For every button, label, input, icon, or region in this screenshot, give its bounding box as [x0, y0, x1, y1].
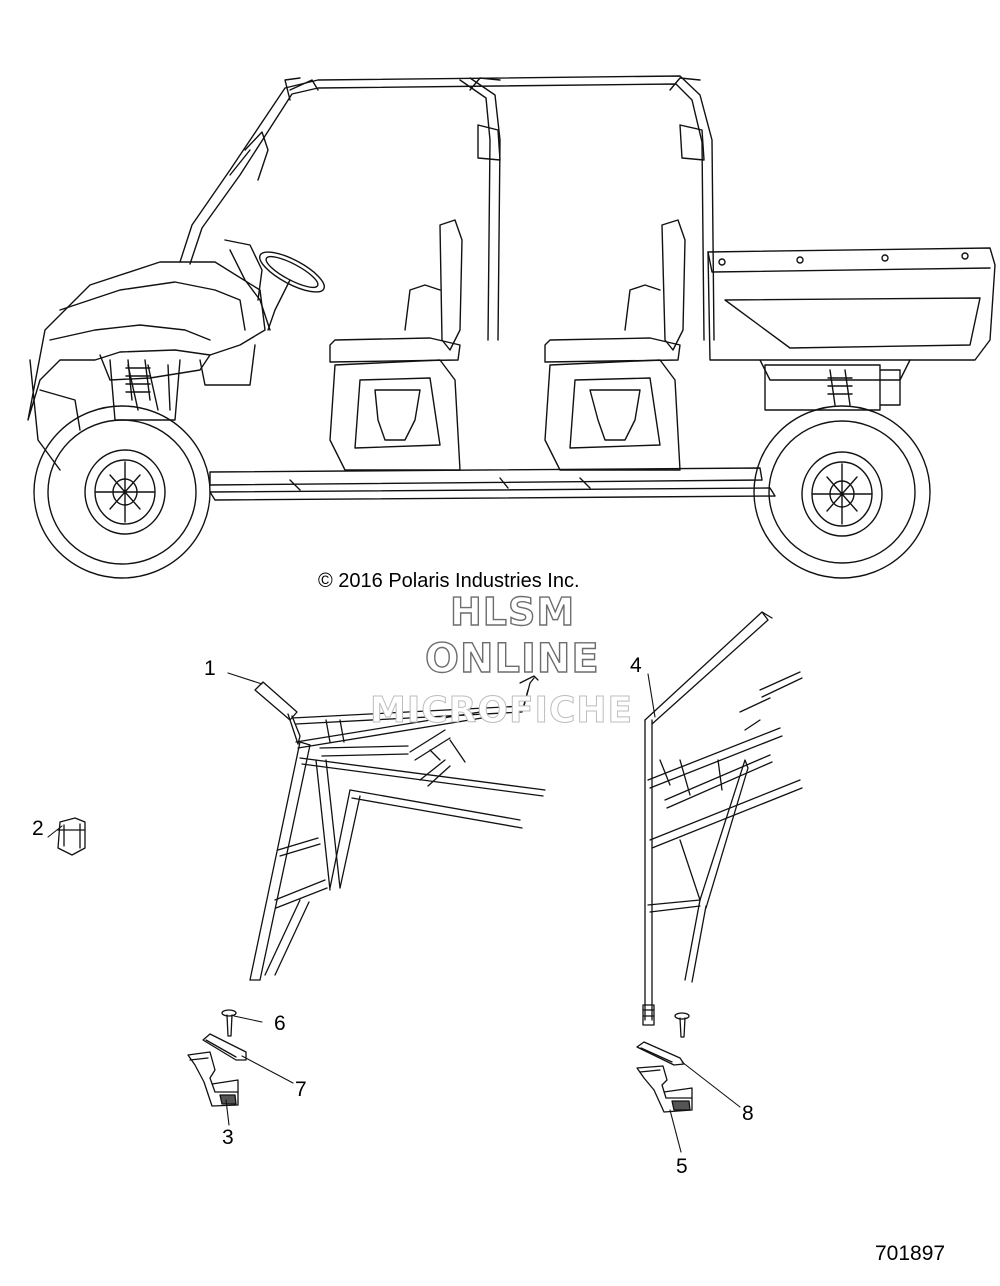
callout-4[interactable]: 4 [630, 654, 642, 677]
front-wheel [33, 405, 211, 579]
callout-8[interactable]: 8 [742, 1102, 754, 1125]
front-door-panel [329, 359, 461, 471]
steering-column [224, 239, 325, 331]
front-body [27, 249, 271, 471]
diagram-id: 701897 [875, 1242, 946, 1265]
copyright-notice: © 2016 Polaris Industries Inc. [318, 570, 580, 592]
callout-5[interactable]: 5 [676, 1155, 688, 1178]
front-seat [329, 219, 463, 363]
front-suspension [125, 359, 151, 401]
watermark-line-2: ONLINE [424, 635, 600, 682]
part-1-front-net-frame [249, 675, 546, 981]
rear-seat [544, 219, 686, 363]
leader-lines [47, 672, 741, 1153]
watermark-line-1: HLSM [449, 589, 576, 634]
callout-2[interactable]: 2 [32, 817, 44, 840]
rear-wheel [753, 405, 931, 579]
part-6-screw-left [221, 1009, 237, 1037]
callout-1[interactable]: 1 [204, 657, 216, 680]
floor-rocker [209, 467, 776, 501]
part-6-screw-right [674, 1012, 690, 1038]
vehicle-illustration [27, 75, 996, 579]
part-5-mount [636, 1065, 693, 1113]
roll-cage [179, 75, 715, 341]
callout-6[interactable]: 6 [274, 1012, 286, 1035]
part-4-rear-net-frame [642, 611, 803, 1026]
part-8-bracket [636, 1041, 685, 1066]
watermark-line-3: MICROFICHE [369, 690, 634, 732]
rear-suspension [827, 369, 853, 406]
callout-7[interactable]: 7 [295, 1078, 307, 1101]
rear-door-panel [544, 359, 681, 471]
callout-3[interactable]: 3 [222, 1126, 234, 1149]
part-7-bracket [202, 1033, 247, 1061]
part-3-mount [187, 1051, 239, 1107]
part-2-clip [57, 817, 86, 856]
cargo-box [707, 247, 996, 411]
